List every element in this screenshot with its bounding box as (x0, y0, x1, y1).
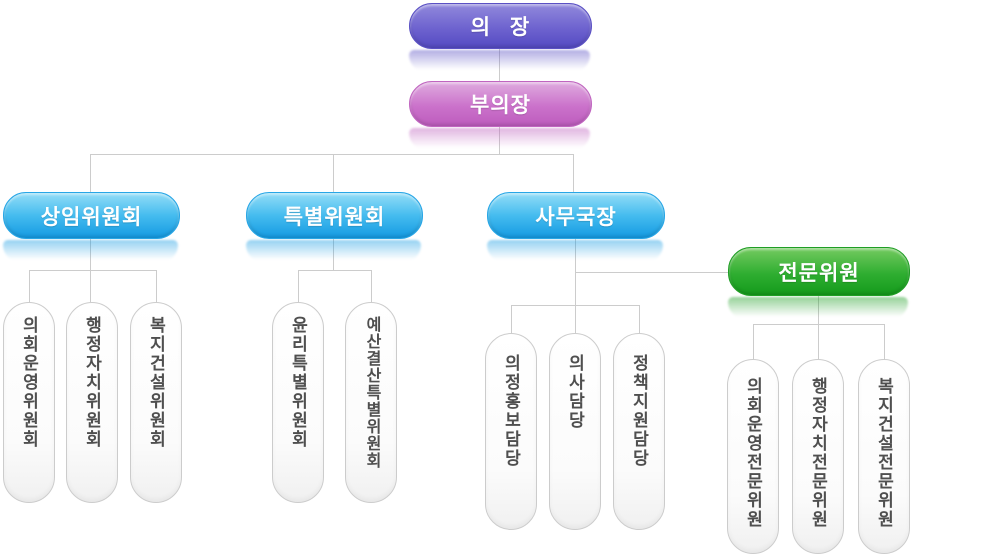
reflection-standing-committee (3, 240, 178, 262)
connector-line (156, 270, 157, 302)
node-special-committee-label: 특별위원회 (283, 205, 386, 229)
leaf-ethics-special-committee: 윤리특별위원회 (272, 302, 324, 503)
connector-line (884, 324, 885, 359)
reflection-secretary-general (487, 240, 663, 262)
leaf-policy-support-division: 정책지원담당 (613, 333, 665, 530)
connector-line (298, 270, 299, 302)
connector-line (511, 305, 512, 333)
connector-line (753, 324, 754, 359)
connector-line (575, 237, 576, 305)
connector-line (29, 270, 30, 302)
leaf-council-operations-expert: 의회운영전문위원 (727, 359, 779, 554)
node-vice-chairman-label: 부의장 (470, 94, 531, 117)
connector-line (90, 154, 574, 155)
connector-line (29, 270, 157, 271)
node-chairman-label: 의 장 (470, 16, 531, 39)
connector-line (499, 47, 500, 81)
leaf-council-pr-division: 의정홍보담당 (485, 333, 537, 530)
leaf-label: 행정자치전문위원 (808, 377, 828, 529)
node-standing-committee-label: 상임위원회 (40, 205, 143, 229)
leaf-budget-settlement-special-committee: 예산결산특별위원회 (345, 302, 397, 503)
connector-line (639, 305, 640, 333)
reflection-expert-member (728, 297, 908, 319)
connector-line (575, 305, 576, 333)
leaf-label: 행정자치위원회 (82, 316, 102, 449)
leaf-proceedings-division: 의사담당 (549, 333, 601, 530)
leaf-welfare-construction-expert: 복지건설전문위원 (858, 359, 910, 554)
connector-line (818, 324, 819, 359)
leaf-label: 복지건설위원회 (146, 316, 166, 449)
node-vice-chairman: 부의장 (409, 81, 592, 127)
node-expert-member: 전문위원 (728, 247, 910, 296)
connector-line (818, 295, 819, 324)
connector-line (90, 237, 91, 270)
node-expert-member-label: 전문위원 (778, 261, 860, 285)
connector-line (575, 272, 728, 273)
connector-line (90, 154, 91, 192)
node-chairman: 의 장 (409, 3, 592, 49)
connector-line (499, 125, 500, 154)
reflection-chairman (409, 50, 590, 72)
node-standing-committee: 상임위원회 (3, 192, 180, 239)
leaf-label: 정책지원담당 (629, 354, 649, 468)
connector-line (573, 154, 574, 192)
leaf-label: 윤리특별위원회 (288, 316, 308, 449)
leaf-label: 복지건설전문위원 (874, 377, 894, 529)
leaf-admin-autonomy-expert: 행정자치전문위원 (792, 359, 844, 554)
node-secretary-general: 사무국장 (487, 192, 665, 239)
node-special-committee: 특별위원회 (246, 192, 423, 239)
connector-line (333, 237, 334, 270)
leaf-label: 의정홍보담당 (501, 354, 521, 468)
connector-line (90, 270, 91, 302)
leaf-admin-autonomy-committee: 행정자치위원회 (66, 302, 118, 503)
leaf-label: 의사담당 (565, 354, 585, 430)
leaf-label: 의회운영위원회 (19, 316, 39, 449)
connector-line (371, 270, 372, 302)
leaf-council-operations-committee: 의회운영위원회 (3, 302, 55, 503)
reflection-vice-chairman (409, 128, 590, 150)
node-secretary-general-label: 사무국장 (535, 205, 617, 229)
leaf-label: 예산결산특별위원회 (363, 316, 380, 469)
leaf-label: 의회운영전문위원 (743, 377, 763, 529)
connector-line (333, 154, 334, 192)
leaf-welfare-construction-committee: 복지건설위원회 (130, 302, 182, 503)
reflection-special-committee (246, 240, 421, 262)
connector-line (298, 270, 371, 271)
